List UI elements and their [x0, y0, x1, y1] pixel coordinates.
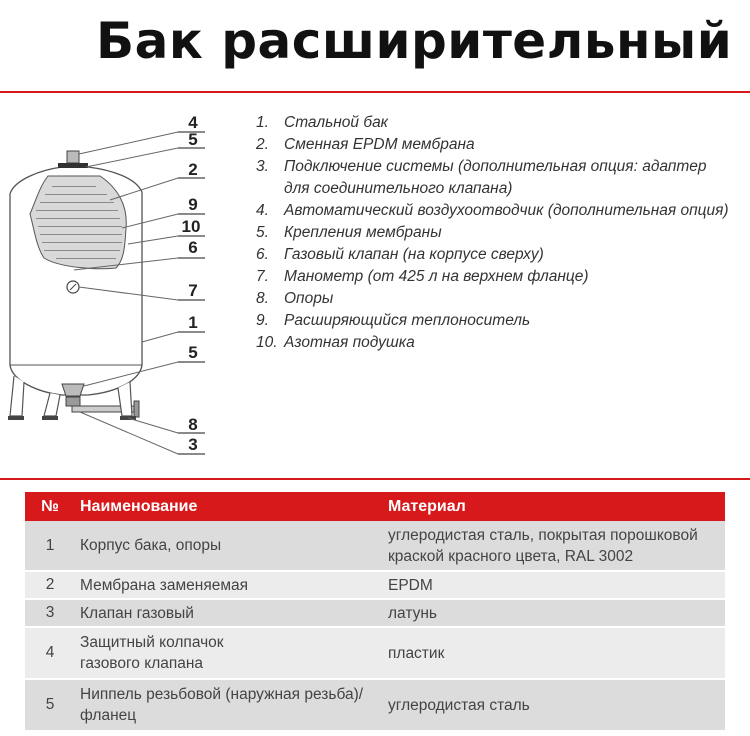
membrane	[29, 175, 127, 270]
row-material: углеродистая сталь	[388, 696, 530, 714]
legend-item: 5.Крепления мембраны	[256, 224, 442, 241]
callout-1: 1	[188, 313, 197, 332]
callout-6: 6	[188, 238, 197, 257]
legend-item: 6.Газовый клапан (на корпусе сверху)	[256, 246, 544, 263]
callout-10: 10	[182, 217, 201, 236]
header-num: №	[41, 497, 59, 515]
materials-table: № Наименование Материал 1 Корпус бака, о…	[25, 492, 725, 732]
legend-item: 8.Опоры	[256, 290, 334, 307]
divider-middle	[0, 478, 750, 480]
row-material: EPDM	[388, 576, 433, 594]
table-row: 2 Мембрана заменяемая EPDM	[25, 572, 725, 600]
header-material: Материал	[388, 498, 466, 515]
row-material: латунь	[388, 604, 437, 622]
legend-item: 10.Азотная подушка	[256, 334, 415, 351]
legend-item: 4.Автоматический воздухоотводчик (дополн…	[256, 202, 729, 219]
table-row: 1 Корпус бака, опоры углеродистая сталь,…	[25, 521, 725, 572]
callout-8: 8	[188, 415, 197, 434]
row-name: Ниппель резьбовой (наружная резьба)/флан…	[80, 686, 364, 724]
callout-3: 3	[188, 435, 197, 454]
legend-item: 3.Подключение системы (дополнительная оп…	[256, 158, 707, 197]
top-flange	[58, 163, 88, 168]
parts-legend: 1.Стальной бак 2.Сменная EPDM мембрана 3…	[256, 112, 736, 354]
legend-item: 7.Манометр (от 425 л на верхнем фланце)	[256, 268, 589, 285]
callout-5-bottom: 5	[188, 343, 197, 362]
callout-7: 7	[188, 281, 197, 300]
row-num: 4	[45, 644, 55, 661]
legend-item: 9.Расширяющийся теплоноситель	[256, 312, 531, 329]
callout-9: 9	[188, 195, 197, 214]
legend-item: 1.Стальной бак	[256, 114, 389, 131]
row-material: пластик	[388, 644, 445, 662]
callout-2: 2	[188, 160, 197, 179]
table-header: № Наименование Материал	[25, 492, 725, 521]
row-name: Мембрана заменяемая	[80, 576, 249, 594]
tank-diagram: 4 5 2 9 10 6 7 1 5 8 3	[8, 113, 205, 455]
air-vent	[66, 150, 80, 164]
leg-center	[43, 392, 61, 417]
row-num: 1	[45, 536, 55, 554]
divider-top	[0, 91, 750, 93]
leg-left	[9, 375, 25, 417]
callout-4: 4	[188, 113, 198, 132]
row-num: 5	[45, 696, 55, 713]
bottom-flange	[61, 383, 85, 397]
row-num: 2	[45, 576, 55, 593]
callout-5-top: 5	[188, 130, 197, 149]
table-row: 5 Ниппель резьбовой (наружная резьба)/фл…	[25, 680, 725, 732]
row-name: Корпус бака, опоры	[80, 537, 222, 554]
page-title: Бак расширительный	[96, 12, 733, 70]
header-name: Наименование	[80, 498, 198, 515]
legend-item: 2.Сменная EPDM мембрана	[256, 136, 475, 153]
table-row: 3 Клапан газовый латунь	[25, 600, 725, 628]
row-name: Клапан газовый	[80, 604, 194, 622]
row-num: 3	[45, 604, 55, 621]
